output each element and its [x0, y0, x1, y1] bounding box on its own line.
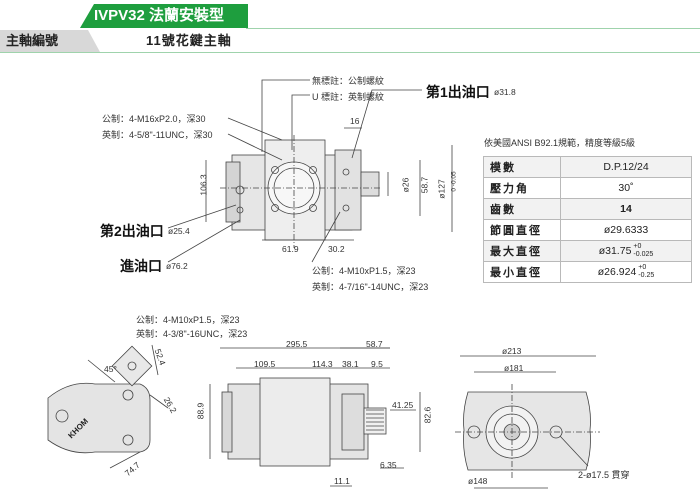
tol-down: -0.025 [633, 251, 654, 258]
dim-11-1: 11.1 [334, 476, 350, 486]
spec-value-cell: ø26.924+0-0.25 [560, 261, 692, 283]
bolt-imperial-bottom: 英制：4-7/16"-14UNC，深23 [312, 282, 429, 292]
tol-down: -0.25 [638, 272, 655, 279]
tol-up: +0 [633, 243, 642, 250]
flange-view-body [455, 355, 600, 489]
spec-value: D.P.12/24 [560, 156, 692, 178]
spec-key: 節圓直徑 [483, 219, 561, 241]
spec-value: 30˚ [560, 177, 692, 199]
dim-213: ø213 [502, 346, 522, 356]
side-bolt-metric: 公制：4-M10xP1.5，深23 [136, 315, 240, 325]
spec-value: ø29.6333 [560, 219, 692, 241]
spec-key: 最小直徑 [483, 261, 561, 283]
shaft-label: 主軸編號 [0, 30, 100, 52]
spec-key: 模數 [483, 156, 561, 178]
side-bolt-imperial: 英制：4-3/8"-16UNC，深23 [136, 329, 248, 339]
port1-label: 第1出油口 [426, 84, 490, 100]
dim-82-6: 82.6 [422, 406, 433, 424]
dim-16: 16 [350, 116, 360, 126]
bolt-imperial-top: 英制：4-5/8"-11UNC，深30 [102, 130, 213, 140]
spec-tolerance: +0-0.025 [633, 243, 653, 259]
table-row: 最小直徑 ø26.924+0-0.25 [483, 261, 692, 283]
tol-up: +0 [638, 264, 647, 271]
thread-no-mark-note: 無標註：公制螺紋 [312, 76, 385, 86]
dim-148: ø148 [468, 476, 488, 486]
inlet-size: ø76.2 [166, 261, 188, 271]
dim-41-25: 41.25 [392, 400, 414, 410]
profile-view-body [209, 347, 421, 487]
header-rule [0, 52, 700, 53]
spec-value: ø26.924 [597, 265, 637, 278]
shaft-value: 11號花鍵主軸 [100, 30, 248, 52]
dim-30-2: 30.2 [328, 244, 345, 254]
side-view-body [47, 344, 169, 469]
inlet-label: 進油口 [120, 258, 162, 274]
dim-38-1: 38.1 [342, 359, 359, 369]
table-row: 節圓直徑 ø29.6333 [483, 219, 692, 241]
dim-109-5: 109.5 [254, 359, 276, 369]
spec-tolerance: +0-0.25 [638, 264, 654, 280]
spline-spec-table: 模數 D.P.12/24 壓力角 30˚ 齒數 14 節圓直徑 ø29.6333… [483, 156, 692, 283]
bolt-metric-top: 公制：4-M16xP2.0，深30 [102, 114, 206, 124]
dim-127: ø127 [436, 179, 447, 199]
dim-106-3: 106.3 [198, 174, 209, 196]
dim-26: ø26 [400, 177, 411, 193]
table-row: 壓力角 30˚ [483, 177, 692, 199]
dim-6-35: 6.35 [380, 460, 397, 470]
port1-size: ø31.8 [494, 87, 516, 97]
dim-58-7-b: 58.7 [366, 339, 383, 349]
header-rule-top [246, 28, 700, 29]
thread-u-mark-note: U 標註：英制螺紋 [312, 92, 385, 102]
table-row: 最大直徑 ø31.75+0-0.025 [483, 240, 692, 262]
dim-88-9: 88.9 [195, 402, 206, 420]
spec-key: 最大直徑 [483, 240, 561, 262]
port2-size: ø25.4 [168, 226, 190, 236]
dim-58-7: 58.7 [419, 176, 430, 194]
dim-295-5: 295.5 [286, 339, 308, 349]
table-row: 模數 D.P.12/24 [483, 156, 692, 178]
dim-127-tolerance: 0 -0.05 [450, 171, 458, 192]
spec-value-cell: ø31.75+0-0.025 [560, 240, 692, 262]
front-view-body [167, 79, 453, 263]
flange-holes: 2-ø17.5 貫穿 [578, 470, 630, 480]
spec-key: 壓力角 [483, 177, 561, 199]
bolt-metric-bottom: 公制：4-M10xP1.5，深23 [312, 266, 416, 276]
page-title: IVPV32 法蘭安裝型 [80, 4, 248, 28]
table-row: 齒數 14 [483, 198, 692, 220]
spline-spec-caption: 依美國ANSI B92.1規範，精度等級5級 [484, 138, 636, 148]
spec-value: 14 [560, 198, 692, 220]
dim-114-3: 114.3 [312, 359, 333, 369]
dim-61-9: 61.9 [282, 244, 299, 254]
dim-181: ø181 [504, 363, 524, 373]
spec-key: 齒數 [483, 198, 561, 220]
dim-9-5: 9.5 [371, 359, 383, 369]
spec-value: ø31.75 [598, 244, 632, 257]
port2-label: 第2出油口 [100, 223, 164, 239]
dim-45: 45° [104, 364, 117, 374]
